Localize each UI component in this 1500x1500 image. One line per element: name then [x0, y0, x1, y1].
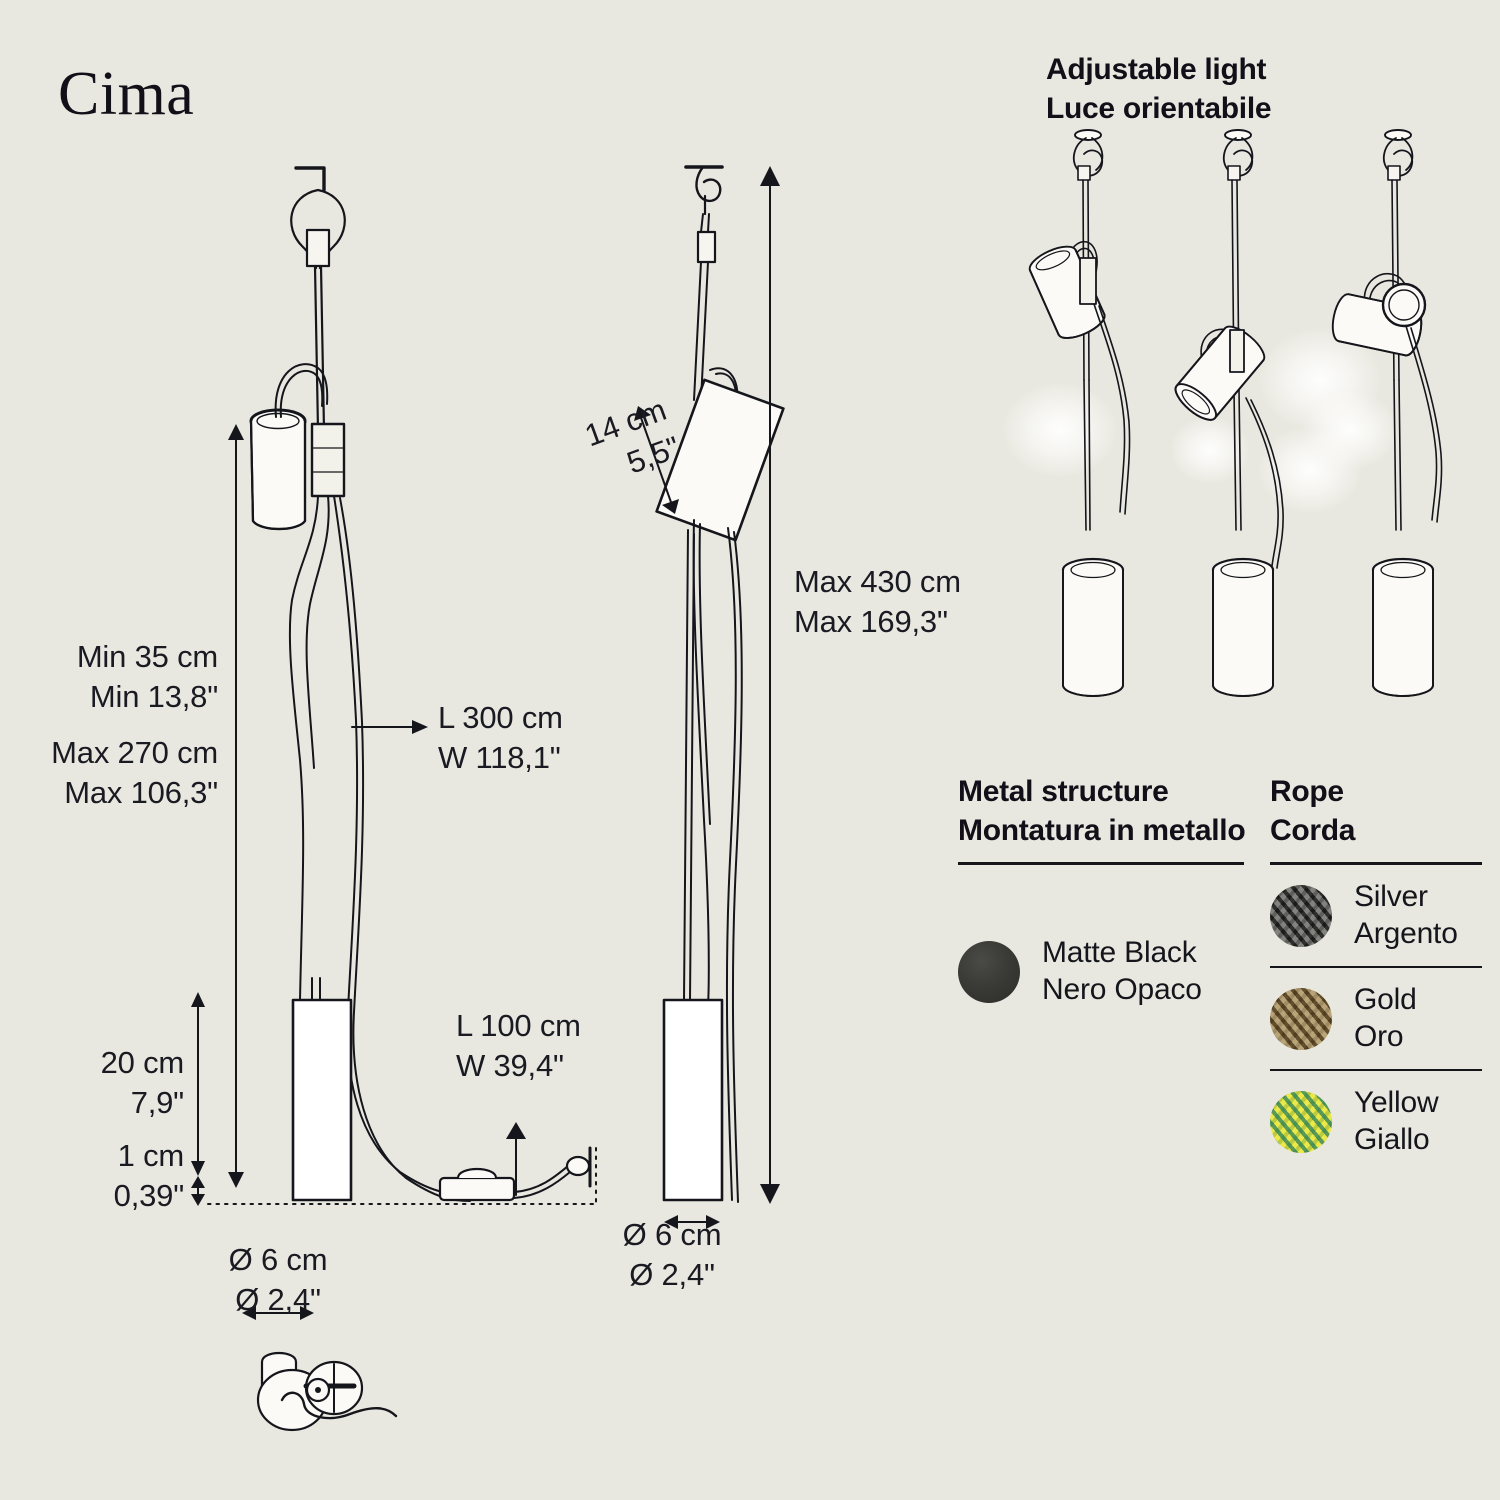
dim-cord-length: L 100 cm W 39,4" — [456, 1008, 581, 1083]
adjustable-light-position-3 — [1331, 129, 1443, 697]
swatch-yellow — [1270, 1090, 1332, 1153]
legend-rope: Rope Corda Silver Argento Gold Oro Yello… — [1270, 772, 1482, 1173]
legend-label-matte-black: Matte Black Nero Opaco — [1042, 936, 1202, 1006]
dim-front-diameter: Ø 6 cm Ø 2,4" — [228, 1242, 328, 1317]
swatch-gold — [1270, 987, 1332, 1050]
dim-rope-length: L 300 cm W 118,1" — [438, 700, 563, 775]
legend-metal-structure: Metal structure Montatura in metallo Mat… — [958, 772, 1246, 1022]
legend-item-yellow[interactable]: Yellow Giallo — [1270, 1069, 1482, 1172]
metal-structure-heading: Metal structure Montatura in metallo — [958, 775, 1246, 847]
adjustable-light-position-2 — [1174, 129, 1284, 697]
legend-item-gold[interactable]: Gold Oro — [1270, 966, 1482, 1069]
dim-min-height: Min 35 cm Min 13,8" — [76, 639, 218, 714]
cima-front-elevation-drawing — [191, 166, 597, 1432]
legend-item-silver[interactable]: Silver Argento — [1270, 865, 1482, 966]
legend-label-silver: Silver Argento — [1354, 880, 1458, 950]
dim-max-drop: Max 430 cm Max 169,3" — [794, 564, 961, 639]
page-title: Cima — [58, 60, 195, 128]
legend-item-matte-black[interactable]: Matte Black Nero Opaco — [958, 865, 1244, 1022]
cima-side-elevation-drawing — [634, 165, 785, 1229]
legend-label-yellow: Yellow Giallo — [1354, 1086, 1439, 1156]
rope-divider — [1270, 862, 1482, 865]
dim-max-height: Max 270 cm Max 106,3" — [51, 735, 218, 810]
dim-side-diameter: Ø 6 cm Ø 2,4" — [622, 1217, 722, 1292]
dim-body-height: 20 cm 7,9" — [100, 1045, 185, 1120]
adjustable-light-heading: Adjustable light Luce orientabile — [1046, 53, 1272, 125]
rope-heading: Rope Corda — [1270, 775, 1356, 847]
swatch-matte-black — [958, 940, 1020, 1003]
dim-floor-gap: 1 cm 0,39" — [113, 1138, 185, 1213]
adjustable-light-figures — [1002, 129, 1443, 697]
adjustable-light-position-1 — [1028, 129, 1131, 697]
metal-structure-divider — [958, 862, 1244, 865]
legend-label-gold: Gold Oro — [1354, 983, 1417, 1053]
swatch-silver — [1270, 884, 1332, 947]
